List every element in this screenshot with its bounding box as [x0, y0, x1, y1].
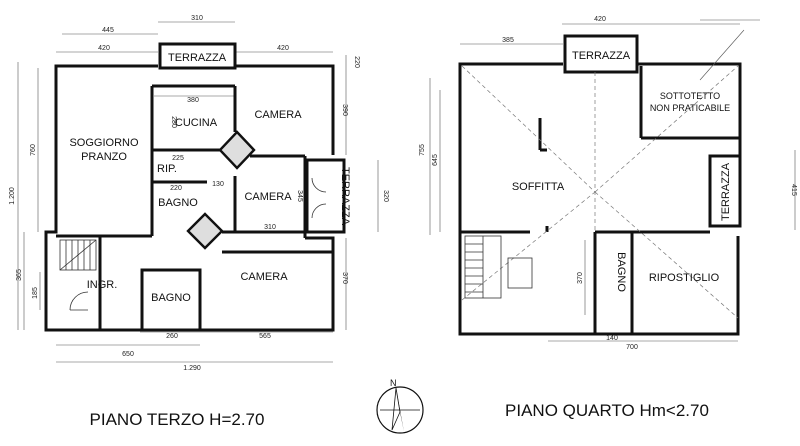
- floor3-camera-2-label: CAMERA: [244, 191, 292, 203]
- dim-445: 445: [102, 27, 114, 34]
- floor4-terrazza-top-label: TERRAZZA: [572, 50, 631, 62]
- dim-310-b: 310: [264, 224, 276, 231]
- dim-1200: 1.200: [9, 187, 16, 205]
- dim-130: 130: [212, 181, 224, 188]
- dim-225: 225: [172, 155, 184, 162]
- dim-420-a: 420: [98, 45, 110, 52]
- floor3-cucina-label: CUCINA: [175, 117, 218, 129]
- dim-f4-415: 415: [790, 184, 797, 196]
- floor3-rip-label: RIP.: [157, 163, 177, 175]
- dim-310: 310: [191, 15, 203, 22]
- compass-icon: N: [376, 378, 424, 434]
- floor4-roof-lines: [461, 19, 760, 319]
- floor3-title: PIANO TERZO H=2.70: [90, 410, 265, 429]
- dim-320: 320: [382, 190, 389, 202]
- dim-f4-370: 370: [577, 272, 584, 284]
- floor3-bagno-1-label: BAGNO: [158, 197, 198, 209]
- dim-185: 185: [32, 287, 39, 299]
- compass-north-label: N: [390, 378, 397, 388]
- dim-f4-140: 140: [606, 335, 618, 342]
- dim-280: 280: [170, 116, 177, 128]
- dim-220-right: 220: [353, 56, 360, 68]
- floor4-bagno-label: BAGNO: [615, 252, 627, 292]
- dim-370-left: 370: [341, 272, 348, 284]
- dim-f4-645: 645: [432, 154, 439, 166]
- floor4-walls: [458, 34, 742, 336]
- floor3-plan: TERRAZZA SOGGIORNO PRANZO CUCINA CAMERA …: [9, 15, 389, 429]
- floor3-walls: [44, 42, 346, 332]
- floor4-soffitta-label: SOFFITTA: [512, 181, 565, 193]
- dim-f4-385: 385: [502, 37, 514, 44]
- floor4-sottotetto-label: SOTTOTETTO: [660, 91, 720, 101]
- floor4-ripostiglio-label: RIPOSTIGLIO: [649, 272, 720, 284]
- floor4-non-praticabile-label: NON PRATICABILE: [650, 103, 730, 113]
- dim-f4-420: 420: [594, 16, 606, 23]
- dim-650: 650: [122, 351, 134, 358]
- floor3-pranzo-label: PRANZO: [81, 151, 127, 163]
- floor4-stairs: [464, 235, 533, 299]
- dim-565: 565: [259, 333, 271, 340]
- floor3-bagno-2-label: BAGNO: [151, 292, 191, 304]
- floor3-camera-3-label: CAMERA: [240, 271, 288, 283]
- floor4-terrazza-right-label: TERRAZZA: [720, 162, 732, 221]
- floor3-ingr-label: INGR.: [87, 279, 118, 291]
- dim-260: 260: [166, 333, 178, 340]
- dim-345: 345: [296, 190, 303, 202]
- floor3-doors: [69, 177, 327, 311]
- dim-1290: 1.290: [183, 365, 201, 372]
- floor3-camera-1-label: CAMERA: [254, 109, 302, 121]
- floor4-dimension-lines: [429, 23, 796, 342]
- floor3-terrazza-top-label: TERRAZZA: [168, 52, 227, 64]
- dim-365: 365: [16, 269, 23, 281]
- dim-220: 220: [170, 185, 182, 192]
- dim-390: 390: [341, 104, 348, 116]
- dim-420-b: 420: [277, 45, 289, 52]
- dim-380: 380: [187, 97, 199, 104]
- floor3-terrazza-right-label: TERRAZZA: [339, 167, 351, 226]
- floor4-title: PIANO QUARTO Hm<2.70: [505, 401, 709, 420]
- dim-f4-755: 755: [419, 144, 426, 156]
- floor3-soggiorno-label: SOGGIORNO: [69, 137, 139, 149]
- floor3-dimension-lines: [17, 21, 379, 363]
- floor4-plan: TERRAZZA SOTTOTETTO NON PRATICABILE SOFF…: [419, 16, 797, 420]
- dim-f4-700: 700: [626, 344, 638, 351]
- floor3-stairs: [59, 239, 97, 271]
- dim-760: 760: [30, 144, 37, 156]
